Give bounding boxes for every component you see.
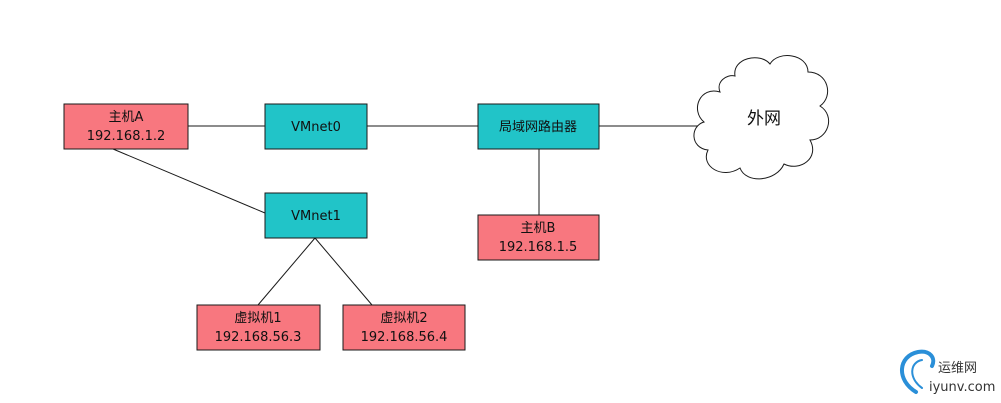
vm1-node: 虚拟机1 192.168.56.3: [196, 304, 321, 351]
host-b-ip: 192.168.1.5: [499, 240, 578, 255]
link-vmnet1-vm1: [257, 237, 316, 306]
host-a-ip: 192.168.1.2: [87, 129, 166, 144]
link-hosta-vmnet1: [112, 148, 266, 214]
vm1-ip: 192.168.56.3: [215, 330, 302, 345]
vmnet0-label: VMnet0: [291, 120, 341, 135]
host-a-name: 主机A: [109, 110, 144, 125]
cloud-icon: [693, 55, 830, 180]
vmnet1-node: VMnet1: [264, 192, 368, 239]
internet-cloud: 外网: [693, 55, 830, 180]
watermark-en: iyunv.com: [929, 380, 995, 395]
host-a-node: 主机A 192.168.1.2: [63, 103, 189, 150]
vm2-node: 虚拟机2 192.168.56.4: [342, 304, 466, 351]
link-vmnet1-vm2: [314, 237, 373, 306]
vm2-ip: 192.168.56.4: [361, 330, 448, 345]
watermark-cn: 运维网: [938, 361, 977, 376]
router-label: 局域网路由器: [499, 119, 577, 135]
watermark: 运维网 iyunv.com: [900, 349, 995, 395]
host-b-node: 主机B 192.168.1.5: [477, 214, 600, 261]
vmnet0-node: VMnet0: [264, 103, 368, 150]
router-node: 局域网路由器: [477, 103, 600, 150]
host-b-name: 主机B: [521, 221, 556, 236]
vmnet1-label: VMnet1: [291, 209, 341, 224]
vm2-name: 虚拟机2: [380, 311, 427, 326]
swirl-logo-icon: [900, 349, 936, 394]
vm1-name: 虚拟机1: [234, 311, 281, 326]
internet-label: 外网: [747, 109, 781, 129]
